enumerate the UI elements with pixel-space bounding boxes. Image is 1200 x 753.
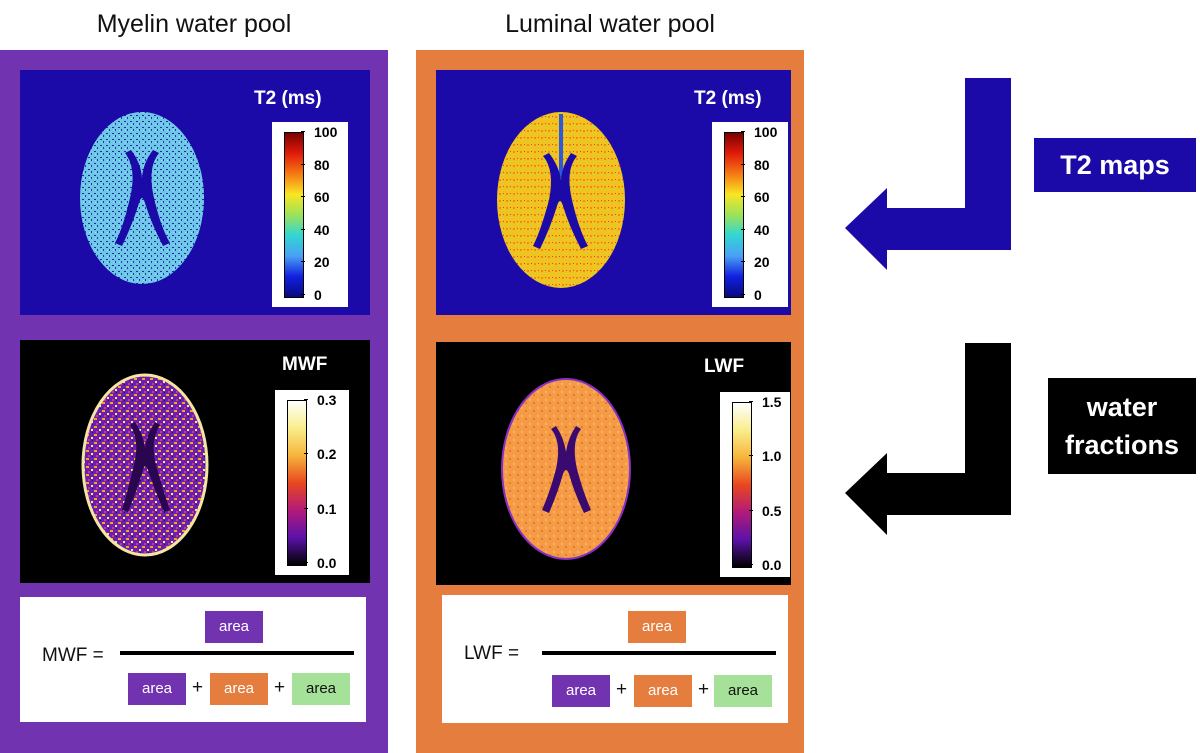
plus-sign: + [616, 679, 628, 700]
myelin-denominator-area-myelin: area [128, 673, 186, 705]
tick-label: 80 [301, 157, 330, 173]
luminal-t2-brain-image [497, 112, 625, 288]
myelin-t2-map: T2 (ms) 100 80 60 40 20 0 [20, 70, 370, 315]
myelin-formula: MWF = area area + area + area [20, 597, 366, 722]
tick-label: 0.3 [303, 392, 337, 408]
luminal-numerator-area: area [628, 611, 686, 643]
luminal-fraction-map: LWF 1.5 1.0 0.5 0.0 [436, 342, 791, 585]
tick-label: 0.5 [748, 503, 782, 519]
luminal-t2-map: T2 (ms) 100 80 60 40 20 0 [436, 70, 791, 315]
tick-label: 40 [301, 222, 330, 238]
myelin-fraction-title: MWF [282, 354, 328, 375]
plus-sign: + [698, 679, 710, 700]
tick-label: 20 [301, 254, 330, 270]
luminal-fraction-brain-image [501, 378, 631, 560]
water-fractions-label: water fractions [1048, 378, 1196, 474]
myelin-t2-title: T2 (ms) [254, 88, 322, 109]
tick-label: 0 [741, 287, 762, 303]
water-fractions-arrow-icon [845, 343, 1011, 535]
luminal-t2-colorbar: 100 80 60 40 20 0 [712, 122, 788, 307]
plus-sign: + [192, 677, 204, 698]
myelin-fraction-colorbar: 0.3 0.2 0.1 0.0 [275, 390, 349, 575]
t2-maps-label: T2 maps [1034, 138, 1196, 192]
myelin-t2-colorbar: 100 80 60 40 20 0 [272, 122, 348, 307]
plus-sign: + [274, 677, 286, 698]
tick-label: 1.0 [748, 448, 782, 464]
t2-maps-arrow-icon [845, 78, 1011, 270]
myelin-column-title: Myelin water pool [96, 10, 292, 38]
myelin-denominator-area-third: area [292, 673, 350, 705]
tick-label: 0.1 [303, 501, 337, 517]
tick-label: 0.0 [748, 557, 782, 573]
luminal-fraction-title: LWF [704, 356, 745, 377]
luminal-column-title: Luminal water pool [505, 10, 715, 38]
luminal-panel: T2 (ms) 100 80 60 40 20 0 LWF [416, 50, 804, 753]
tick-label: 0.2 [303, 446, 337, 462]
luminal-formula-label: LWF = [464, 643, 520, 664]
tick-label: 60 [741, 189, 770, 205]
tick-label: 1.5 [748, 394, 782, 410]
fraction-bar [542, 651, 776, 655]
tick-label: 20 [741, 254, 770, 270]
myelin-fraction-brain-image [81, 373, 209, 557]
tick-label: 100 [300, 124, 338, 140]
tick-label: 0 [301, 287, 322, 303]
water-fractions-line2: fractions [1064, 430, 1180, 460]
tick-label: 0.0 [303, 555, 337, 571]
luminal-t2-title: T2 (ms) [694, 88, 762, 109]
myelin-denominator-area-luminal: area [210, 673, 268, 705]
tick-label: 60 [301, 189, 330, 205]
myelin-panel: T2 (ms) 100 80 60 40 20 0 [0, 50, 388, 753]
myelin-fraction-map: MWF 0.3 0.2 0.1 0.0 [20, 340, 370, 583]
tick-label: 40 [741, 222, 770, 238]
water-fractions-line1: water [1086, 392, 1158, 422]
luminal-denominator-area-luminal: area [634, 675, 692, 707]
luminal-formula: LWF = area area + area + area [442, 595, 788, 723]
tick-label: 100 [740, 124, 778, 140]
myelin-formula-label: MWF = [42, 645, 104, 666]
myelin-numerator-area: area [205, 611, 263, 643]
fraction-bar [120, 651, 354, 655]
luminal-fraction-colorbar: 1.5 1.0 0.5 0.0 [720, 392, 790, 577]
myelin-t2-brain-image [80, 112, 204, 284]
luminal-denominator-area-myelin: area [552, 675, 610, 707]
luminal-denominator-area-third: area [714, 675, 772, 707]
tick-label: 80 [741, 157, 770, 173]
